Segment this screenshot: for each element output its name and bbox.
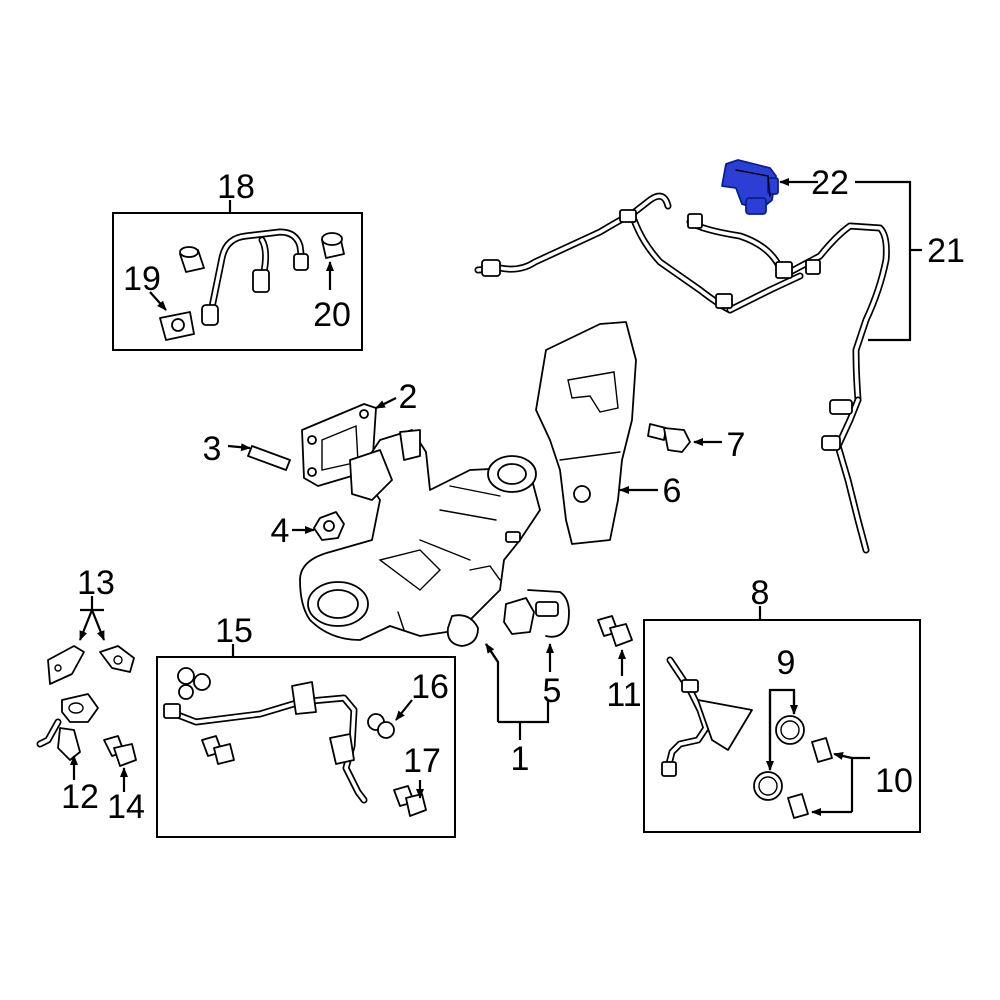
callout-labels: 1 2 3 4 5 6 7 8 9 10 11 12 13 14 15 16 1… [61, 164, 965, 826]
part-13-gasket-right[interactable] [99, 645, 135, 673]
part-3-stud[interactable] [247, 445, 291, 471]
callout-15: 15 [215, 612, 253, 650]
part-6-heat-shield[interactable] [535, 321, 637, 545]
callout-20: 20 [313, 296, 351, 334]
part-16-washer[interactable] [367, 713, 395, 739]
callout-21: 21 [927, 232, 965, 270]
part-11-bolt[interactable] [597, 615, 633, 647]
group-15-box [156, 656, 456, 838]
callout-5: 5 [543, 672, 562, 710]
hollow-bolt[interactable] [201, 735, 235, 765]
callout-1: 1 [511, 740, 530, 778]
group-8-box [643, 619, 921, 833]
banjo-fitting[interactable] [179, 246, 205, 273]
callout-4: 4 [271, 512, 290, 550]
part-20-sleeve[interactable] [321, 232, 345, 259]
harness-21[interactable] [474, 192, 890, 554]
callout-13: 13 [77, 564, 115, 602]
part-12-oil-return-pipe[interactable] [36, 693, 99, 761]
group-18-box [112, 212, 363, 351]
part-13-gasket-left[interactable] [47, 645, 85, 685]
coolant-tube[interactable] [163, 681, 368, 804]
callout-6: 6 [663, 472, 682, 510]
group-8-oil-return-kit [643, 606, 921, 833]
part-22-solenoid-valve[interactable] [721, 159, 779, 215]
part-17-bolt[interactable] [393, 785, 427, 817]
callout-10: 10 [875, 762, 913, 800]
part-4-nut[interactable] [313, 511, 345, 541]
callout-22: 22 [811, 164, 849, 202]
group-18-oil-feed-kit [112, 200, 363, 351]
callout-2: 2 [399, 378, 418, 416]
part-9-oring[interactable] [753, 715, 805, 801]
callout-11: 11 [606, 676, 641, 714]
callout-17: 17 [403, 742, 441, 780]
oil-return-tube[interactable] [661, 656, 753, 777]
callout-19: 19 [123, 260, 161, 298]
callout-18: 18 [217, 168, 255, 206]
callout-16: 16 [411, 668, 449, 706]
part-10-bolt[interactable] [787, 737, 833, 819]
callout-3: 3 [203, 430, 222, 468]
part-5-solenoid[interactable] [503, 589, 570, 638]
callout-14: 14 [107, 788, 145, 826]
oil-feed-tube[interactable] [201, 228, 309, 326]
callout-9: 9 [777, 644, 796, 682]
part-1-turbocharger[interactable] [299, 429, 541, 647]
callout-7: 7 [727, 426, 746, 464]
part-19-bracket[interactable] [159, 311, 195, 341]
coolant-washers[interactable] [177, 667, 211, 700]
part-14-bolt[interactable] [103, 735, 137, 767]
callout-12: 12 [61, 778, 99, 816]
part-7-bolt[interactable] [647, 423, 691, 453]
callout-8: 8 [751, 574, 770, 612]
group-15-coolant-kit [156, 644, 456, 838]
